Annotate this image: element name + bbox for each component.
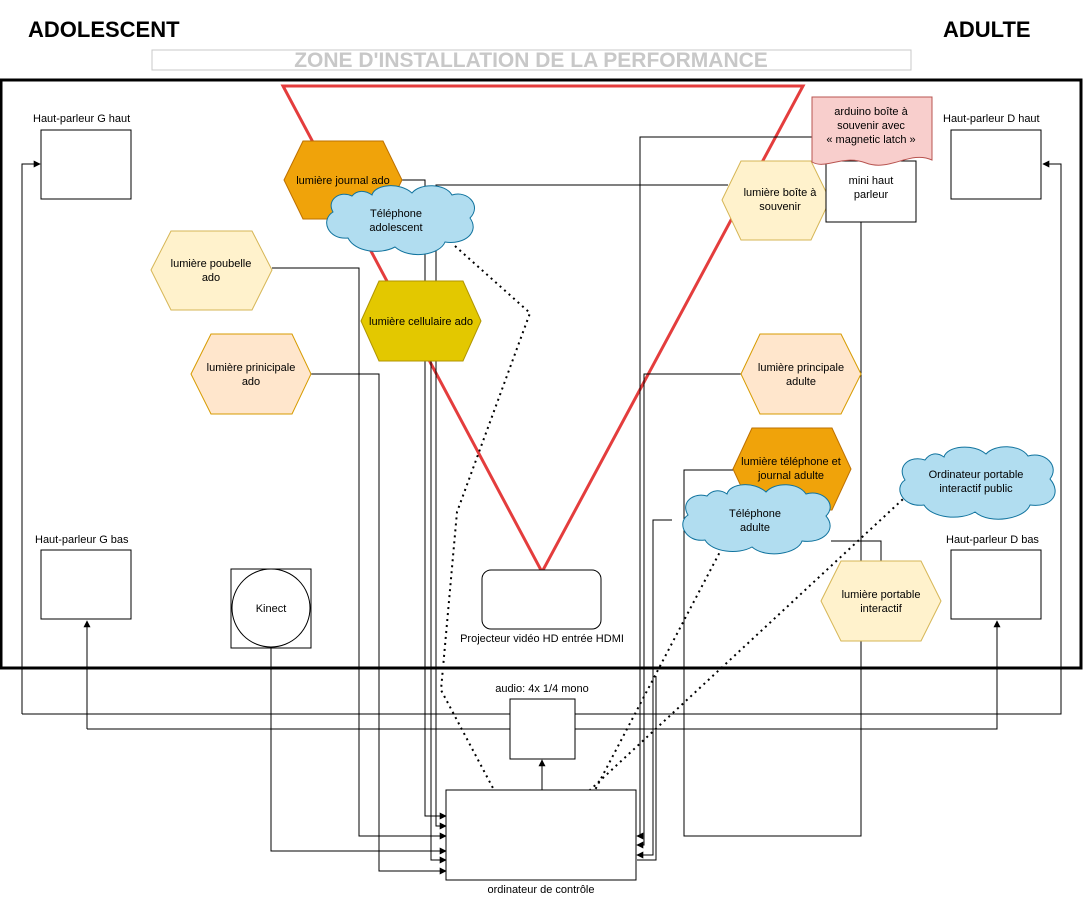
hex-principale-adulte-line2: adulte <box>786 376 816 388</box>
hex-portable-interactif <box>820 560 942 642</box>
speaker-g-haut <box>40 129 132 200</box>
speaker-g-bas-label: Haut-parleur G bas <box>35 534 129 546</box>
speaker-g-haut-label: Haut-parleur G haut <box>33 113 130 125</box>
arduino-note-line1: arduino boîte à <box>834 106 908 118</box>
adulte-title: ADULTE <box>943 17 1031 42</box>
installation-zone <box>0 78 1083 670</box>
hex-cellulaire-ado-label: lumière cellulaire ado <box>369 316 473 328</box>
cloud-ordinateur-public-line2: interactif public <box>939 483 1013 495</box>
hex-boite-souvenir-line1: lumière boîte à <box>744 187 818 199</box>
cloud-telephone-ado-line2: adolescent <box>369 222 422 234</box>
cloud-telephone-ado-label: Téléphone adolescent <box>369 208 422 234</box>
hex-telephone-journal-adulte-line2: journal adulte <box>757 470 824 482</box>
hex-poubelle-ado <box>150 230 273 311</box>
zone-title: ZONE D'INSTALLATION DE LA PERFORMANCE <box>294 49 768 72</box>
speaker-d-haut-label: Haut-parleur D haut <box>943 113 1040 125</box>
cloud-telephone-ado: Téléphone adolescent <box>326 185 475 256</box>
speaker-d-haut <box>950 129 1042 200</box>
mini-speaker <box>825 160 917 223</box>
projector-label: Projecteur vidéo HD entrée HDMI <box>460 633 624 645</box>
mini-speaker-label: mini haut parleur <box>849 175 894 201</box>
cloud-telephone-adulte-label: Téléphone adulte <box>729 508 781 534</box>
wireless-links <box>439 245 917 791</box>
hex-principale-ado-line2: ado <box>242 376 260 388</box>
hex-boite-souvenir-line2: souvenir <box>759 201 801 213</box>
adolescent-title: ADOLESCENT <box>28 17 180 42</box>
hex-journal-ado-label: lumière journal ado <box>296 175 390 187</box>
cloud-telephone-ado-line1: Téléphone <box>370 208 422 220</box>
hex-poubelle-ado-line1: lumière poubelle <box>171 258 252 270</box>
kinect-label: Kinect <box>256 603 287 615</box>
arduino-note-line3: « magnetic latch » <box>826 134 915 146</box>
mini-speaker-line1: mini haut <box>849 175 894 187</box>
hex-principale-adulte-line1: lumière principale <box>758 362 844 374</box>
audio-interface <box>509 698 576 760</box>
speaker-d-bas <box>950 549 1042 620</box>
zone-title-box <box>151 49 912 71</box>
hex-principale-ado-label: lumière prinicipale ado <box>207 362 296 388</box>
speaker-d-bas-label: Haut-parleur D bas <box>946 534 1039 546</box>
arduino-note-line2: souvenir avec <box>837 120 905 132</box>
cloud-ordinateur-public-line1: Ordinateur portable <box>929 469 1024 481</box>
cloud-telephone-adulte: Téléphone adulte <box>682 484 831 555</box>
hex-portable-interactif-line1: lumière portable <box>842 589 921 601</box>
audio-label: audio: 4x 1/4 mono <box>495 683 589 695</box>
hex-boite-souvenir-label: lumière boîte à souvenir <box>744 187 818 213</box>
arduino-note-label: arduino boîte à souvenir avec « magnetic l… <box>826 106 915 146</box>
kinect <box>231 568 311 648</box>
hex-cellulaire-ado <box>360 280 482 362</box>
control-computer-label: ordinateur de contrôle <box>487 884 594 896</box>
cloud-telephone-adulte-line1: Téléphone <box>729 508 781 520</box>
hex-telephone-journal-adulte-label: lumière téléphone et journal adulte <box>741 456 841 482</box>
cloud-ordinateur-public-label: Ordinateur portable interactif public <box>929 469 1024 495</box>
control-computer <box>445 789 637 881</box>
hex-poubelle-ado-label: lumière poubelle ado <box>171 258 252 284</box>
hex-portable-interactif-line2: interactif <box>860 603 903 615</box>
speaker-g-bas <box>40 549 132 620</box>
projector <box>481 569 602 630</box>
hex-principale-adulte <box>740 333 862 415</box>
hex-telephone-journal-adulte-line1: lumière téléphone et <box>741 456 841 468</box>
cloud-telephone-adulte-line2: adulte <box>740 522 770 534</box>
mini-speaker-line2: parleur <box>854 189 889 201</box>
hex-principale-adulte-label: lumière principale adulte <box>758 362 844 388</box>
hex-portable-interactif-label: lumière portable interactif <box>842 589 921 615</box>
cloud-ordinateur-public: Ordinateur portable interactif public <box>899 446 1056 520</box>
hex-principale-ado <box>190 333 312 415</box>
hex-principale-ado-line1: lumière prinicipale <box>207 362 296 374</box>
hex-poubelle-ado-line2: ado <box>202 272 220 284</box>
arduino-note <box>811 96 933 166</box>
